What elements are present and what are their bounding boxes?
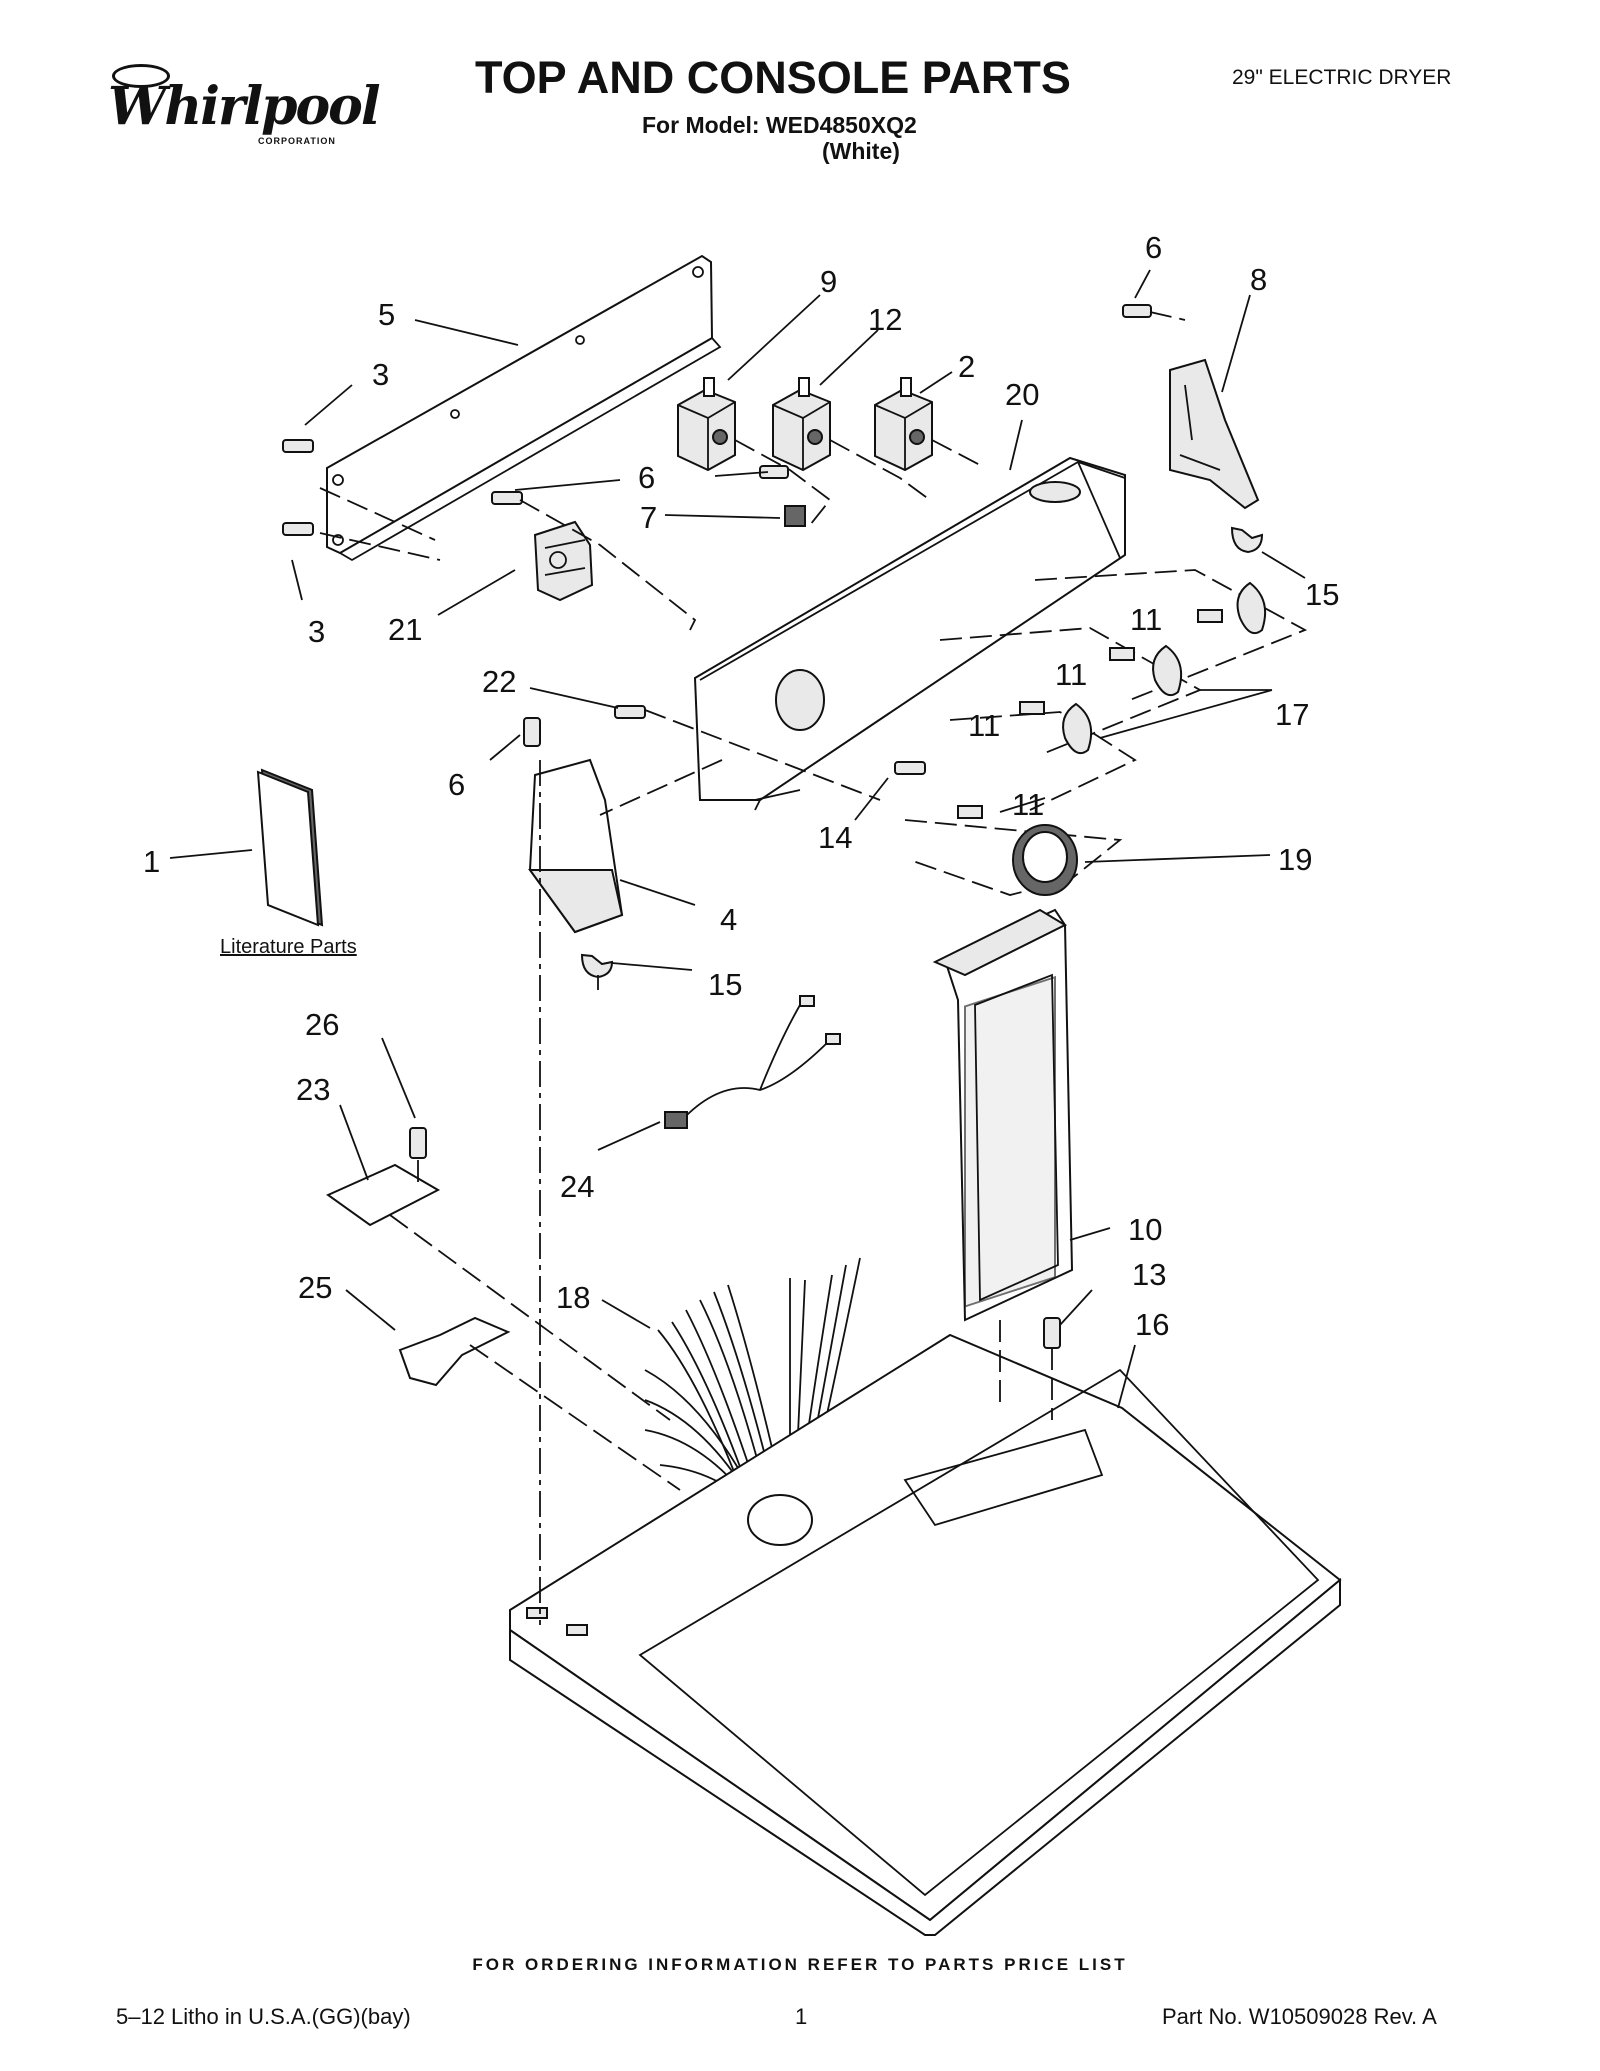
- ordering-note: FOR ORDERING INFORMATION REFER TO PARTS …: [472, 1955, 1128, 1974]
- callout-3-upper: 3: [372, 357, 389, 392]
- part-19-main-knob: [904, 805, 1123, 896]
- callout-23: 23: [296, 1072, 330, 1107]
- callout-11-a: 11: [1130, 602, 1162, 637]
- callout-6-center: 6: [638, 460, 655, 495]
- part-9-switch: [677, 377, 736, 472]
- callout-5: 5: [378, 297, 395, 332]
- model-line: For Model: WED4850XQ2: [642, 112, 917, 138]
- callout-12: 12: [868, 302, 902, 337]
- callout-8: 8: [1250, 262, 1267, 297]
- part-4-end-cap: [528, 758, 624, 934]
- part-17-knobs: [939, 569, 1308, 811]
- color-line: (White): [822, 138, 900, 164]
- page-title: TOP AND CONSOLE PARTS: [475, 52, 1071, 103]
- logo-swoosh-icon: [112, 64, 170, 88]
- callout-17: 17: [1275, 697, 1309, 732]
- part-25-plate: [398, 1316, 511, 1387]
- brand-name: Whirlpool: [108, 76, 381, 137]
- callout-25: 25: [298, 1270, 332, 1305]
- assembly-lines: [319, 311, 1186, 1625]
- part-23-plate: [325, 1163, 441, 1227]
- part-18-wire-bundle: [644, 1257, 861, 1501]
- callout-24: 24: [560, 1169, 594, 1204]
- callout-3-lower: 3: [308, 614, 325, 649]
- part-14-screw: [894, 761, 926, 775]
- callout-9: 9: [820, 264, 837, 299]
- leader-arrows: [169, 269, 1306, 1409]
- callout-15-upper: 15: [1305, 577, 1339, 612]
- part-26-screw: [409, 1127, 427, 1159]
- part-10-lint-screen: [932, 908, 1074, 1322]
- part-3-screws: [282, 439, 314, 536]
- callout-16: 16: [1135, 1307, 1169, 1342]
- callout-4: 4: [720, 902, 737, 937]
- part-12-switch: [772, 377, 831, 472]
- callout-22: 22: [482, 664, 516, 699]
- part-15-clip-bottom: [580, 953, 614, 979]
- callout-11-c: 11: [968, 708, 1000, 743]
- callout-20: 20: [1005, 377, 1039, 412]
- part-22-screw: [614, 705, 646, 719]
- callout-26: 26: [305, 1007, 339, 1042]
- brand-logo: Whirlpool CORPORATION: [108, 62, 381, 152]
- part-21-timer: [533, 520, 594, 602]
- callout-6-right: 6: [1145, 230, 1162, 265]
- litho-info: 5–12 Litho in U.S.A.(GG)(bay): [116, 2004, 411, 2029]
- part-13-screw: [1043, 1317, 1061, 1349]
- callout-10: 10: [1128, 1212, 1162, 1247]
- callout-21: 21: [388, 612, 422, 647]
- callout-11-d: 11: [1012, 787, 1044, 822]
- callout-13: 13: [1132, 1257, 1166, 1292]
- callout-1: 1: [143, 844, 160, 879]
- part-number: Part No. W10509028 Rev. A: [1162, 2004, 1437, 2029]
- part-2-switch: [874, 377, 933, 472]
- part-15-clip-top: [1230, 526, 1264, 554]
- callout-11-b: 11: [1055, 657, 1087, 692]
- callout-6-left: 6: [448, 767, 465, 802]
- part-7-clip: [784, 505, 806, 527]
- literature-parts-caption: Literature Parts: [220, 936, 357, 958]
- brand-subtitle: CORPORATION: [258, 136, 336, 146]
- part-5-rear-bracket: [326, 254, 722, 562]
- callout-14: 14: [818, 820, 852, 855]
- part-16-top-panel: [509, 1333, 1342, 1936]
- callout-15-lower: 15: [708, 967, 742, 1002]
- part-6-screws: [491, 304, 1152, 747]
- product-name: 29" ELECTRIC DRYER: [1232, 66, 1452, 89]
- part-8-bracket: [1169, 358, 1260, 510]
- part-20-console-panel: [693, 456, 1126, 811]
- part-1-literature: [256, 768, 324, 927]
- callout-7: 7: [640, 500, 657, 535]
- callout-2: 2: [958, 349, 975, 384]
- callout-19: 19: [1278, 842, 1312, 877]
- part-24-wire-harness: [664, 995, 841, 1129]
- page-number: 1: [795, 2004, 808, 2029]
- callout-18: 18: [556, 1280, 590, 1315]
